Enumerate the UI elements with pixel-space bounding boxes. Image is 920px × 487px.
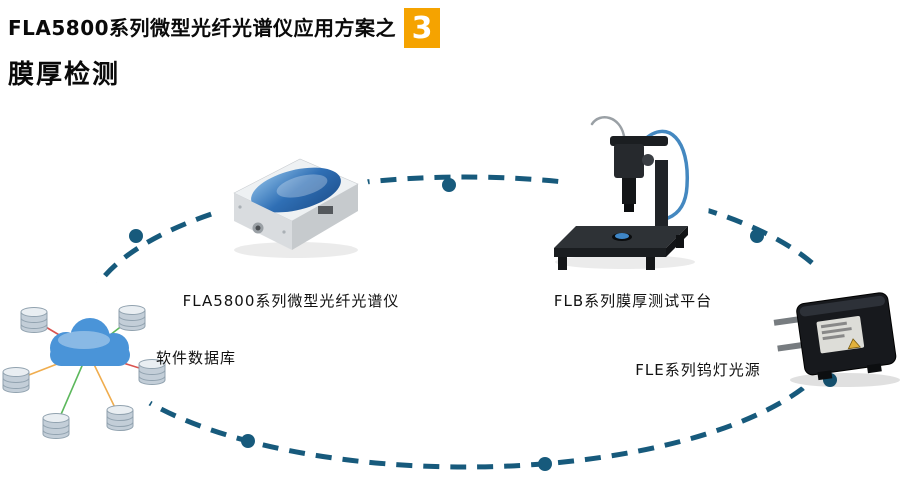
dashed-ellipse-flow	[82, 174, 848, 470]
platform-label: FLB系列膜厚测试平台	[553, 292, 713, 310]
cloud-database-network-icon	[2, 305, 166, 439]
spectrometer-label: FLA5800系列微型光纤光谱仪	[182, 292, 400, 310]
page-subtitle: 膜厚检测	[8, 60, 121, 90]
page-title: FLA5800系列微型光纤光谱仪应用方案之	[8, 16, 397, 40]
lamp-label: FLE系列钨灯光源	[635, 361, 761, 379]
database-label: 软件数据库	[156, 349, 237, 367]
flow-node-dots	[129, 178, 837, 471]
tungsten-lamp-icon	[773, 292, 900, 387]
node-backplates	[7, 122, 915, 438]
film-thickness-stage-icon	[554, 116, 695, 270]
header: FLA5800系列微型光纤光谱仪应用方案之 3	[8, 8, 441, 48]
scheme-number-badge: 3	[404, 8, 441, 48]
cloud-icon	[50, 318, 130, 366]
spectrometer-device-icon	[233, 158, 359, 258]
